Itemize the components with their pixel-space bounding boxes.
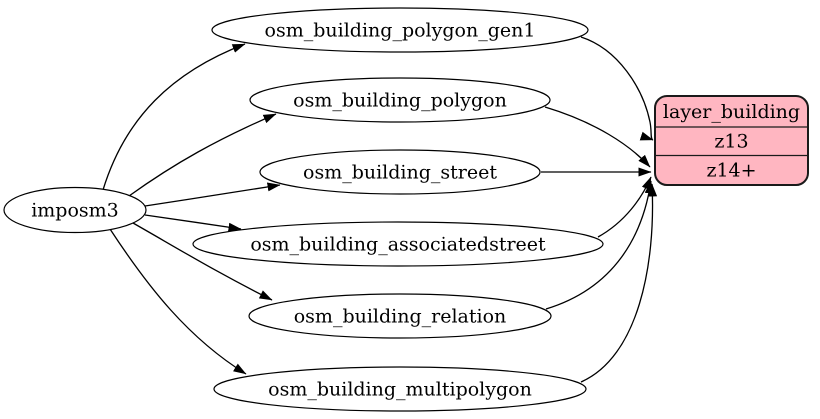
multipolygon-label: osm_building_multipolygon	[268, 379, 532, 401]
relation-ellipse	[248, 293, 552, 339]
associatedstreet-ellipse	[192, 221, 604, 267]
edge-relation-z14	[545, 180, 654, 310]
multipolygon-ellipse	[213, 366, 587, 412]
street-ellipse	[259, 149, 541, 195]
edge-imposm3-street	[144, 182, 281, 207]
node-imposm3: imposm3	[3, 186, 147, 234]
layer-building-row-z13: z13	[714, 131, 748, 153]
edge-imposm3-polygon	[128, 113, 277, 197]
edge-imposm3-polygon-gen1	[102, 43, 246, 191]
node-layer-building: layer_building z13 z14+	[654, 95, 809, 186]
edge-associatedstreet-z14	[597, 176, 652, 238]
node-osm-building-associatedstreet: osm_building_associatedstreet	[192, 221, 604, 267]
polygon-gen1-label: osm_building_polygon_gen1	[265, 20, 536, 42]
polygon-gen1-ellipse	[211, 7, 589, 53]
edges-to-layer	[541, 36, 658, 383]
edge-polygon-z14	[544, 106, 651, 168]
associatedstreet-label: osm_building_associatedstreet	[250, 234, 546, 256]
node-osm-building-polygon-gen1: osm_building_polygon_gen1	[211, 7, 589, 53]
layer-building-title: layer_building	[663, 101, 800, 123]
polygon-label: osm_building_polygon	[293, 90, 507, 112]
node-osm-building-polygon: osm_building_polygon	[249, 77, 551, 123]
edge-imposm3-associatedstreet	[144, 214, 242, 232]
imposm3-label: imposm3	[31, 200, 119, 222]
imposm3-ellipse	[3, 186, 147, 234]
edge-imposm3-multipolygon	[109, 228, 247, 375]
node-osm-building-street: osm_building_street	[259, 149, 541, 195]
polygon-ellipse	[249, 77, 551, 123]
edge-multipolygon-z14	[580, 183, 658, 383]
layer-building-box	[654, 95, 809, 186]
edges-from-source	[102, 43, 281, 375]
layer-building-row-z14: z14+	[706, 160, 756, 182]
edge-polygon-gen1-z13	[580, 36, 654, 141]
relation-label: osm_building_relation	[294, 306, 507, 328]
node-osm-building-multipolygon: osm_building_multipolygon	[213, 366, 587, 412]
edge-imposm3-relation	[132, 222, 273, 301]
node-osm-building-relation: osm_building_relation	[248, 293, 552, 339]
street-label: osm_building_street	[303, 162, 497, 184]
